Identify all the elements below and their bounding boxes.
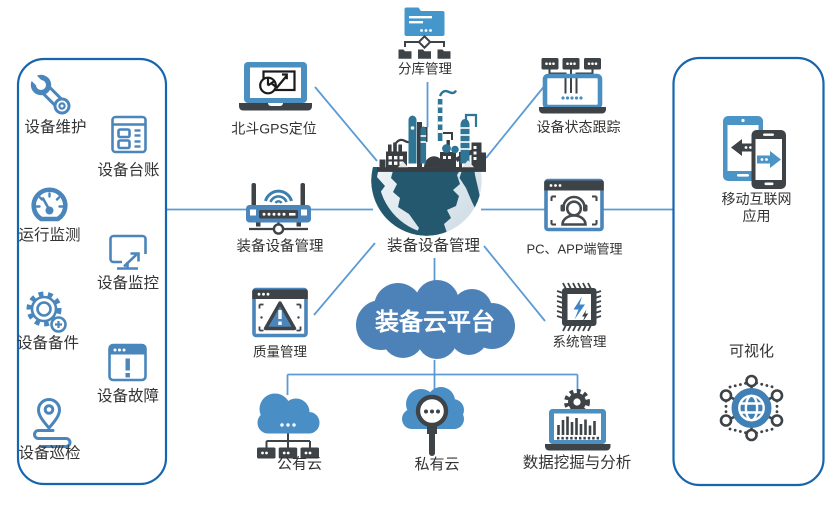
- svg-text:设备台账: 设备台账: [97, 161, 159, 179]
- svg-text:应用: 应用: [743, 208, 771, 224]
- svg-text:移动互联网: 移动互联网: [722, 191, 792, 207]
- svg-text:可视化: 可视化: [729, 343, 774, 360]
- svg-text:装备设备管理: 装备设备管理: [387, 237, 480, 255]
- svg-text:数据挖掘与分析: 数据挖掘与分析: [523, 454, 632, 472]
- svg-text:设备巡检: 设备巡检: [18, 444, 80, 462]
- svg-text:PC、APP端管理: PC、APP端管理: [526, 242, 622, 257]
- svg-text:公有云: 公有云: [277, 456, 322, 473]
- svg-text:装备设备管理: 装备设备管理: [237, 238, 324, 255]
- svg-text:私有云: 私有云: [414, 456, 459, 473]
- svg-text:设备状态跟踪: 设备状态跟踪: [537, 119, 621, 135]
- svg-text:系统管理: 系统管理: [553, 335, 607, 350]
- svg-text:设备故障: 设备故障: [97, 387, 159, 405]
- svg-text:装备云平台: 装备云平台: [375, 308, 495, 336]
- svg-text:设备监控: 设备监控: [97, 274, 159, 292]
- svg-text:质量管理: 质量管理: [253, 345, 307, 360]
- svg-text:分库管理: 分库管理: [398, 62, 452, 77]
- svg-text:设备维护: 设备维护: [24, 118, 86, 136]
- svg-text:北斗GPS定位: 北斗GPS定位: [231, 121, 317, 137]
- svg-text:运行监测: 运行监测: [18, 226, 80, 244]
- svg-text:设备备件: 设备备件: [17, 334, 79, 352]
